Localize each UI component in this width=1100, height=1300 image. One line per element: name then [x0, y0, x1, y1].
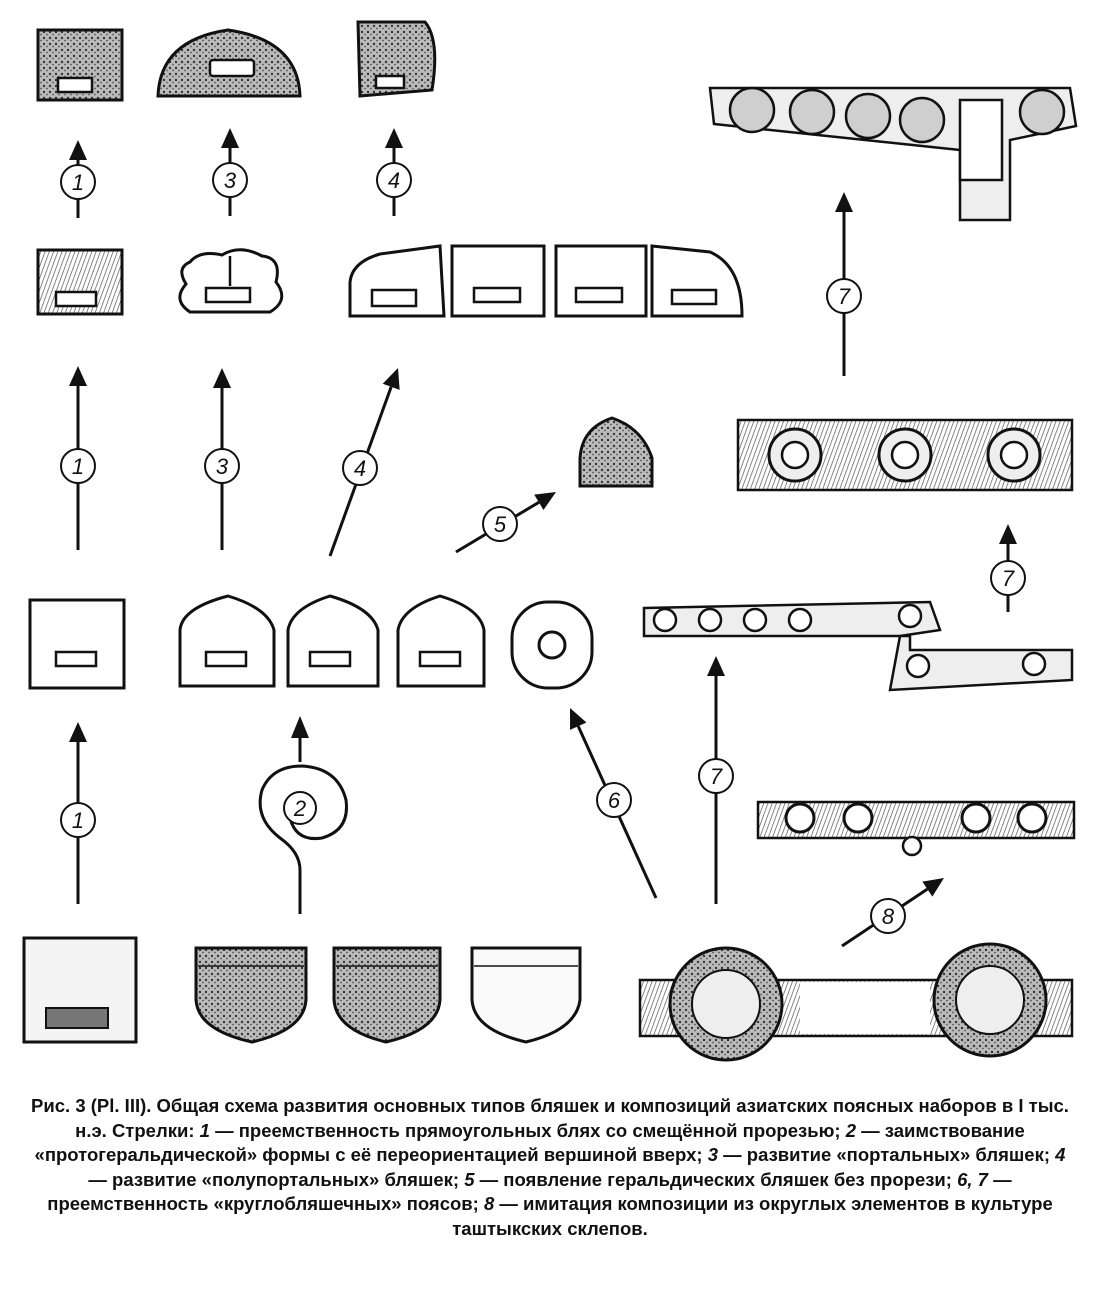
arrow-head	[534, 492, 556, 511]
arrow-a5: 5	[455, 492, 556, 554]
plaque-portal-cloud	[178, 248, 284, 314]
arrow-a1-mid: 1	[60, 366, 96, 550]
arrow-head	[707, 656, 725, 676]
arrow-a4-top: 4	[376, 128, 412, 216]
arrow-a3-top: 3	[212, 128, 248, 216]
arrow-number-label: 7	[838, 284, 851, 309]
arrow-number-label: 7	[1002, 566, 1015, 591]
arrow-head	[291, 716, 309, 738]
arrow-head	[221, 128, 239, 148]
plaque-rect-large-bottom	[22, 936, 138, 1044]
arrow-a4-mid: 4	[328, 368, 400, 557]
arrow-spiral	[258, 764, 348, 914]
arrow-head	[922, 878, 944, 897]
arrow-number-label: 1	[72, 808, 84, 833]
arrow-number-circle	[482, 506, 518, 542]
arrow-number-circle	[596, 782, 632, 818]
arrow-number-circle	[870, 898, 906, 934]
arrow-number-circle	[204, 448, 240, 484]
plaque-arched-openwork-top	[156, 28, 302, 98]
arrow-number-circle	[283, 791, 317, 825]
arrow-number-label: 1	[72, 170, 84, 195]
arrow-number-circle	[826, 278, 862, 314]
arrow-number-label: 4	[388, 168, 400, 193]
caption-t67: — преемственность «круглобляшечных» пояс…	[47, 1168, 1012, 1215]
caption-n2: 2	[845, 1119, 856, 1141]
arrow-head	[213, 368, 231, 388]
arrow-number-label: 7	[710, 764, 723, 789]
arrow-a1-low: 1	[60, 722, 96, 904]
arrow-number-circle	[342, 450, 378, 486]
caption-lead: Рис. 3 (Pl. III). Общая схема развития о…	[31, 1095, 1069, 1141]
arrow-number-label: 4	[354, 456, 366, 481]
arrow-number-circle	[990, 560, 1026, 596]
plaque-rect-ornate-top	[36, 28, 124, 102]
arrow-number-circle	[60, 802, 96, 838]
arrow-number-label: 3	[216, 454, 229, 479]
caption-n4: 4	[1055, 1144, 1066, 1165]
caption-n8: 8	[483, 1193, 495, 1214]
belt-with-round-plaques-top	[708, 86, 1078, 222]
arrow-a8: 8	[841, 878, 944, 948]
arrow-head	[570, 708, 587, 730]
figure-caption: Рис. 3 (Pl. III). Общая схема развития о…	[30, 1094, 1070, 1241]
plaque-portal-3	[396, 594, 486, 688]
belt-with-figured-roundels	[638, 942, 1074, 1062]
arrow-number-circle	[60, 164, 96, 200]
arrow-head	[69, 722, 87, 742]
heraldic-shield-1	[194, 946, 308, 1044]
heraldic-shield-2	[332, 946, 442, 1044]
arrow-number-label: 8	[882, 904, 895, 929]
arrow-a6: 6	[570, 708, 658, 899]
belt-with-round-rings-low	[642, 600, 1074, 692]
arrow-number-circle	[60, 448, 96, 484]
belt-with-ring-plaques-mid	[736, 418, 1074, 492]
plaque-rect-hatched	[36, 248, 124, 316]
arrow-number-label: 6	[608, 788, 621, 813]
arrow-a1-top: 1	[60, 140, 96, 218]
arrow-number-label: 3	[224, 168, 237, 193]
arrow-head	[69, 140, 87, 160]
caption-n1: 1	[199, 1119, 210, 1141]
arrow-number-label: 1	[72, 454, 84, 479]
arrow-number-label: 2	[293, 796, 306, 821]
half-portal-plaque-set	[348, 244, 744, 318]
belt-with-scroll-plaques	[756, 800, 1076, 857]
caption-t3: — развитие «портальных» бляшек;	[717, 1144, 1056, 1165]
arrow-number-circle	[376, 162, 412, 198]
plaque-round-ring	[510, 600, 594, 690]
arrow-a7-mid: 7	[990, 524, 1026, 612]
arrow-a7-low: 7	[698, 656, 734, 904]
arrow-a2: 2	[258, 716, 348, 914]
arrow-number-circle	[212, 162, 248, 198]
arrow-head	[999, 524, 1017, 544]
caption-t5: — появление геральдических бляшек без пр…	[474, 1168, 958, 1190]
heraldic-shield-3	[470, 946, 582, 1044]
caption-n67: 6, 7	[957, 1168, 988, 1190]
arrow-head	[382, 368, 400, 390]
arrows-layer: 1 3 4 1 3 4 5 1 6 7 7 7 8 2	[60, 128, 1026, 948]
caption-n3: 3	[707, 1144, 718, 1165]
caption-t2: — заимствование «протогеральдической» фо…	[34, 1119, 1025, 1166]
caption-t1: — преемственность прямоугольных блях со …	[209, 1119, 846, 1141]
arrow-head	[69, 366, 87, 386]
arrow-a7-top: 7	[826, 192, 862, 376]
plaque-portal-1	[178, 594, 276, 688]
caption-t8: — имитация композиции из округлых элемен…	[452, 1193, 1053, 1239]
evolution-diagram: 1 3 4 1 3 4 5 1 6 7 7 7 8 2	[22, 20, 1078, 1062]
arrow-number-label: 5	[494, 512, 507, 537]
arrow-a3-mid: 3	[204, 368, 240, 550]
plaque-half-portal-ornate-top	[356, 20, 437, 98]
plaque-rect-simple	[28, 598, 126, 690]
arrow-number-circle	[698, 758, 734, 794]
caption-t4: — развитие «полупортальных» бляшек;	[88, 1168, 465, 1190]
heraldic-plaque-no-slot	[578, 416, 654, 488]
arrow-head	[385, 128, 403, 148]
caption-n5: 5	[464, 1168, 475, 1190]
plaque-portal-2	[286, 594, 380, 688]
arrow-head	[835, 192, 853, 212]
